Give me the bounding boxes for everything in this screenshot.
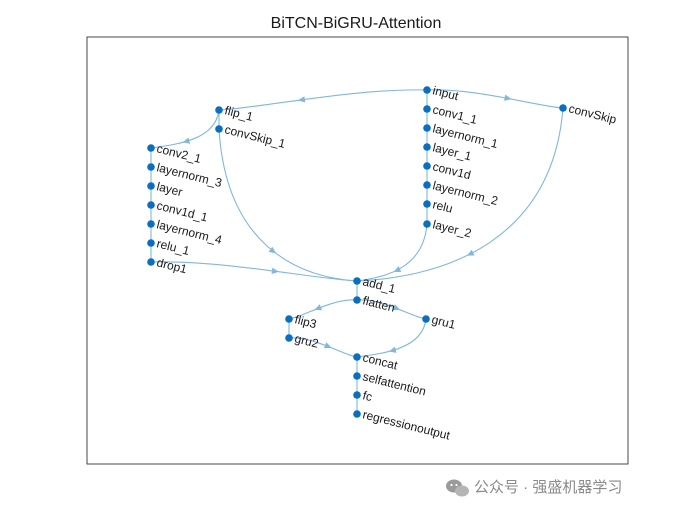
node-selfattention (353, 372, 361, 380)
node-layer_2 (423, 220, 431, 228)
node-conv1d_1 (147, 201, 155, 209)
node-layernorm_3 (147, 163, 155, 171)
edge-gru2-to-concat-arrowhead (323, 342, 332, 349)
node-label-flip_1: flip_1 (223, 103, 255, 124)
node-regressionoutput (353, 410, 361, 418)
edge-flatten-to-flip3-arrowhead (314, 304, 323, 311)
edge-convSkip-to-add_1 (356, 107, 564, 282)
node-layernorm_4 (147, 220, 155, 228)
node-flatten (353, 296, 361, 304)
node-label-relu_1: relu_1 (155, 236, 191, 258)
edge-flip_1-to-conv2_1-arrowhead (182, 137, 191, 144)
node-conv1_1 (423, 105, 431, 113)
node-label-flatten: flatten (361, 293, 396, 314)
node-label-convSkip: convSkip (567, 101, 618, 126)
node-label-layer: layer (155, 179, 184, 199)
nodes-layer (147, 86, 567, 418)
node-label-layer_2: layer_2 (431, 217, 473, 240)
edge-convSkip_1-to-add_1-arrowhead (268, 246, 277, 254)
node-fc (353, 391, 361, 399)
node-label-relu: relu (431, 197, 454, 215)
node-conv2_1 (147, 144, 155, 152)
node-add_1 (353, 277, 361, 285)
edge-input-to-convSkip (426, 89, 564, 109)
labels-layer: inputconv1_1layernorm_1layer_1conv1dlaye… (155, 83, 618, 442)
node-concat (353, 353, 361, 361)
watermark: 公众号 · 强盛机器学习 (446, 479, 622, 497)
edge-gru1-to-concat-arrowhead (388, 346, 397, 353)
node-relu (423, 200, 431, 208)
node-relu_1 (147, 239, 155, 247)
watermark-text: 公众号 · 强盛机器学习 (474, 479, 622, 496)
edge-convSkip-to-add_1-arrowhead (466, 249, 475, 256)
node-flip_1 (215, 106, 223, 114)
node-label-gru2: gru2 (293, 331, 320, 350)
node-convSkip (559, 104, 567, 112)
node-layer_1 (423, 143, 431, 151)
node-convSkip_1 (215, 125, 223, 133)
edge-input-to-flip_1 (218, 89, 428, 111)
node-label-regressionoutput: regressionoutput (361, 407, 452, 442)
node-layernorm_2 (423, 181, 431, 189)
node-layernorm_1 (423, 124, 431, 132)
edge-input-to-convSkip-arrowhead (504, 94, 512, 101)
node-label-convSkip_1: convSkip_1 (223, 122, 287, 151)
plot-frame (86, 36, 629, 465)
edge-layer_2-to-add_1 (356, 223, 428, 282)
node-label-input: input (431, 83, 460, 103)
figure-title: BiTCN-BiGRU-Attention (271, 15, 442, 32)
node-drop1 (147, 258, 155, 266)
edge-drop1-to-add_1-arrowhead (271, 267, 279, 274)
node-label-gru1: gru1 (430, 312, 457, 331)
edge-flatten-to-gru1-arrowhead (392, 304, 401, 311)
edge-layer_2-to-add_1-arrowhead (393, 266, 402, 272)
node-layer (147, 182, 155, 190)
edges-layer (150, 89, 564, 414)
node-gru2 (285, 334, 293, 342)
node-label-drop1: drop1 (155, 255, 188, 276)
wechat-icon (446, 479, 469, 497)
node-conv1d (423, 162, 431, 170)
node-input (423, 86, 431, 94)
node-label-fc: fc (361, 388, 373, 404)
edge-flip_1-to-conv2_1 (150, 109, 220, 149)
node-gru1 (422, 315, 430, 323)
edge-input-to-flip_1-arrowhead (297, 96, 306, 103)
node-flip3 (285, 315, 293, 323)
node-label-flip3: flip3 (293, 312, 318, 331)
edge-convSkip_1-to-add_1 (218, 128, 358, 282)
edge-gru1-to-concat (356, 318, 427, 358)
